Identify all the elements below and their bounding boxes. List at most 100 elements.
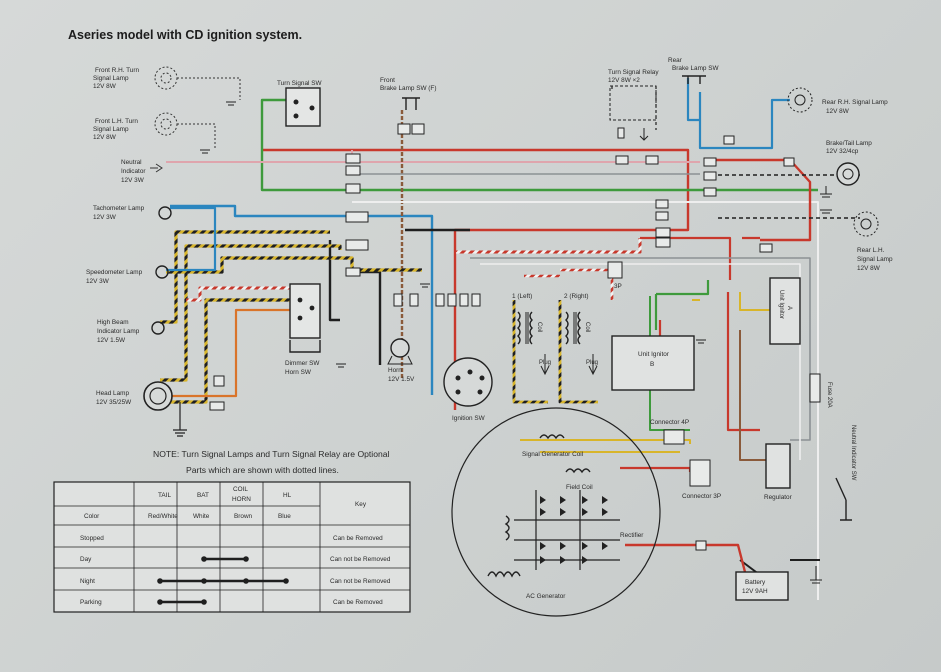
front-lh-turn-label-1: Front L.H. Turn [95, 118, 138, 125]
ignition-switch: Ignition SW [443, 357, 493, 422]
fuse-label: Fuse 20A [826, 382, 832, 408]
harness-connectors [209, 123, 795, 411]
color-hl: Blue [278, 513, 291, 520]
speedometer-lamp-label-2: 12V 3W [86, 278, 110, 285]
rear-lh-turn-label-1: Rear L.H. [857, 247, 885, 254]
wire-red-main [262, 148, 690, 410]
diagram-title: Aseries model with CD ignition system. [68, 28, 302, 42]
rear-lh-turn-signal-lamp: Rear L.H. Signal Lamp 12V 8W [853, 211, 893, 272]
ac-generator-label: AC Generator [526, 593, 566, 600]
neutral-indicator: Neutral Indicator 12V 3W [121, 159, 163, 184]
tachometer-lamp-label-2: 12V 3W [93, 214, 117, 221]
front-rh-turn-label-3: 12V 8W [93, 83, 117, 90]
note-line-2: Parts which are shown with dotted lines. [186, 465, 339, 475]
rear-rh-turn-signal-lamp: Rear R.H. Signal Lamp 12V 8W [787, 87, 888, 115]
wire-red-battery [625, 543, 747, 573]
rectifier-label: Rectifier [620, 532, 644, 539]
front-rh-turn-label-1: Front R.H. Turn [95, 67, 139, 74]
key-row-label: Night [80, 578, 95, 585]
regulator-label: Regulator [764, 494, 793, 501]
ignition-sw-label: Ignition SW [452, 415, 486, 422]
key-row-dot [243, 556, 249, 562]
high-beam-indicator-lamp: High Beam Indicator Lamp 12V 1.5W [97, 319, 165, 344]
high-beam-label-2: Indicator Lamp [97, 328, 140, 335]
wire-red-brake [708, 158, 812, 242]
key-row-dot [201, 599, 207, 605]
tachometer-lamp-label-1: Tachometer Lamp [93, 205, 145, 212]
brake-tail-label-1: Brake/Tail Lamp [826, 140, 872, 147]
rear-rh-turn-label-2: 12V 8W [826, 108, 850, 115]
wire-blue-tach [166, 206, 217, 272]
speedometer-lamp-label-1: Speedometer Lamp [86, 269, 143, 276]
rear-brake-sw-label-2: Brake Lamp SW [672, 65, 719, 72]
unit-ignitor-a: Unit Ignitor A [769, 277, 801, 345]
brake-tail-lamp: Brake/Tail Lamp 12V 32/4cp [820, 140, 872, 198]
turn-signal-relay: Turn Signal Relay 12V 8W ×2 [608, 69, 659, 141]
tachometer-lamp: Tachometer Lamp 12V 3W [93, 205, 172, 221]
front-rh-turn-signal-lamp: Front R.H. Turn Signal Lamp 12V 8W [93, 66, 241, 100]
rectifier-diodes [540, 496, 608, 564]
turn-signal-relay-label-1: Turn Signal Relay [608, 69, 659, 76]
unit-ignitor-a-label-2: A [786, 306, 792, 310]
front-rh-turn-label-2: Signal Lamp [93, 75, 129, 82]
wire-yellow-gen [520, 439, 691, 453]
key-row-label: Parking [80, 599, 102, 606]
wire-yellow-ignitor [692, 292, 770, 311]
rear-lh-turn-label-3: 12V 8W [857, 265, 881, 272]
wire-yellow-black-3 [166, 256, 422, 274]
turn-signal-switch: Turn Signal SW [277, 80, 322, 127]
key-row-dot [157, 599, 163, 605]
front-lh-turn-label-2: Signal Lamp [93, 126, 129, 133]
wiring-harness [160, 78, 860, 600]
high-beam-label-1: High Beam [97, 319, 129, 326]
ignition-coil-right: 2 (Right) Coil Plug [564, 293, 598, 376]
wire-white-ignitor [480, 263, 801, 460]
color-coil: Brown [234, 513, 253, 520]
front-brake-lamp-switch: Front Brake Lamp SW (F) [380, 77, 436, 110]
wire-striped-coils [512, 300, 598, 404]
connector-3p-top-label: 3P [614, 283, 622, 290]
key-row-dot [243, 578, 249, 584]
front-brake-sw-label-2: Brake Lamp SW (F) [380, 85, 436, 92]
note-line-1: NOTE: Turn Signal Lamps and Turn Signal … [153, 449, 390, 459]
unit-ignitor-b: Unit Ignitor B [611, 335, 695, 391]
key-row-label: Stopped [80, 535, 104, 542]
wire-orange-headlamp [160, 308, 290, 398]
wire-red-white-1 [186, 286, 290, 302]
plug-left-label: Plug [539, 360, 551, 366]
battery-label-2: 12V 9AH [742, 588, 768, 595]
dimmer-horn-switch: Dimmer SW Horn SW [285, 283, 321, 376]
key-row-dot [157, 578, 163, 584]
fuse: Fuse 20A [809, 373, 832, 408]
wire-black-dotted-relay [611, 86, 657, 130]
field-coil-label: Field Coil [566, 484, 593, 491]
unit-ignitor-a-label-1: Unit Ignitor [778, 290, 784, 319]
key-row-key: Can be Removed [333, 599, 383, 606]
key-header: Key [355, 501, 367, 508]
col-tail: TAIL [158, 492, 171, 499]
unit-ignitor-b-label-2: B [650, 361, 654, 368]
brake-tail-label-2: 12V 32/4cp [826, 148, 859, 155]
wire-brown-reg [739, 330, 770, 461]
ignition-coil-left: 1 (Left) Coil Plug [512, 293, 551, 376]
connector-4p: Connector 4P [650, 419, 689, 445]
neutral-indicator-sw-label: Neutral Indicator SW [850, 425, 856, 481]
turn-signal-sw-label: Turn Signal SW [277, 80, 322, 87]
col-horn: HORN [232, 496, 251, 503]
connector-3p-label: Connector 3P [682, 493, 721, 500]
color-row-label: Color [84, 513, 100, 520]
ac-generator: Signal Generator Coil Field Coil AC Gene… [451, 407, 661, 617]
neutral-indicator-label-2: Indicator [121, 168, 146, 175]
wire-yellow-black-2 [160, 244, 342, 382]
neutral-indicator-label-1: Neutral [121, 159, 142, 166]
neutral-indicator-switch: Neutral Indicator SW [835, 425, 856, 521]
high-beam-label-3: 12V 1.5W [97, 337, 126, 344]
col-coil: COIL [233, 486, 248, 493]
wire-green-main [260, 98, 818, 192]
color-tail: Red/White [148, 513, 178, 520]
key-row-dot [201, 556, 207, 562]
battery: Battery 12V 9AH [695, 540, 822, 601]
col-hl: HL [283, 492, 292, 499]
key-row-label: Day [80, 556, 92, 563]
key-table: TAIL BAT COIL HORN HL Key Color Red/Whit… [53, 481, 411, 613]
